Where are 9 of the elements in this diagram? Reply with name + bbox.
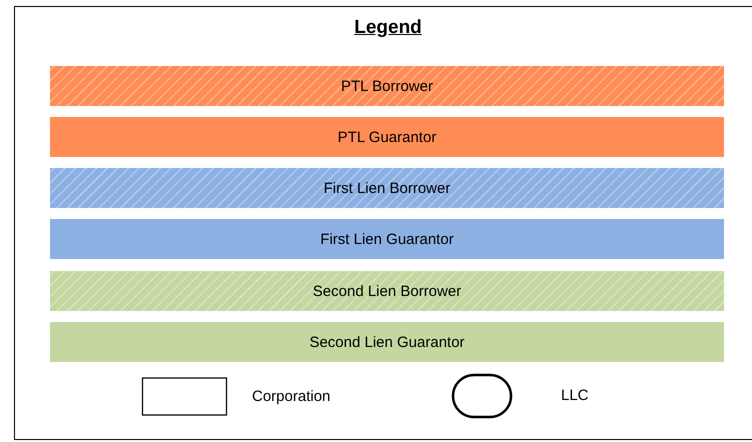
- legend-label: Second Lien Guarantor: [309, 334, 465, 350]
- legend-label: PTL Guarantor: [338, 128, 436, 146]
- legend-label: First Lien Guarantor: [320, 230, 454, 248]
- legend-title: Legend: [354, 17, 422, 39]
- legend-label: LLC: [561, 387, 589, 404]
- legend-label: PTL Borrower: [341, 78, 433, 94]
- legend-label: First Lien Borrower: [324, 180, 450, 196]
- legend-label: Second Lien Borrower: [312, 282, 462, 300]
- legend-label: Corporation: [252, 388, 330, 404]
